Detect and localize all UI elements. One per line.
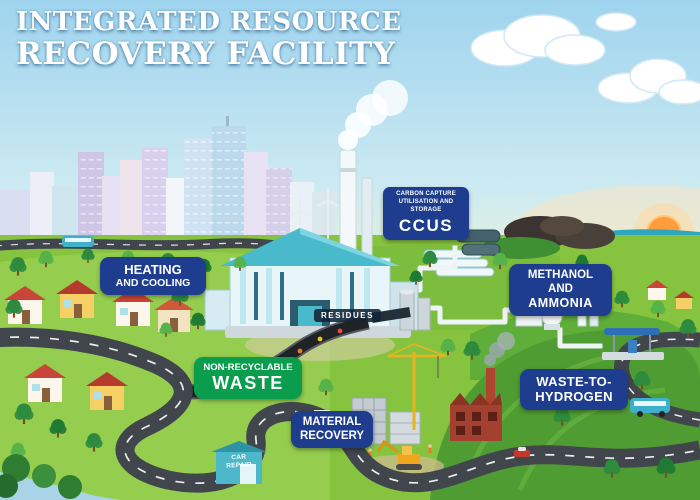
label-residues: RESIDUES: [314, 309, 381, 322]
residential-houses: [4, 280, 194, 410]
heating-line1: HEATING: [124, 262, 182, 277]
red-factory: [450, 332, 515, 441]
page-title: INTEGRATED RESOURCE RECOVERY FACILITY: [16, 7, 402, 73]
hydrogen-line2: HYDROGEN: [535, 389, 613, 405]
ccus-subtitle-line2: UTILISATION AND STORAGE: [398, 198, 454, 213]
title-line1: INTEGRATED RESOURCE: [16, 7, 402, 37]
ccus-subtitle-line1: CARBON CAPTURE: [396, 191, 456, 197]
badge-material-recovery: MATERIAL RECOVERY: [291, 411, 373, 449]
badge-non-recyclable-waste: NON-RECYCLABLE WASTE: [194, 357, 302, 400]
hydrogen-line1: WASTE-TO-: [536, 374, 612, 389]
badge-waste-to-hydrogen: WASTE-TO- HYDROGEN: [520, 369, 628, 410]
village-houses: [646, 280, 694, 309]
badge-ccus: CARBON CAPTURE UTILISATION AND STORAGE C…: [383, 187, 469, 241]
material-line2: RECOVERY: [299, 429, 365, 442]
badge-methanol-ammonia: METHANOL AND AMMONIA: [509, 264, 612, 316]
waste-line2: WASTE: [212, 373, 284, 394]
waste-line1: NON-RECYCLABLE: [203, 362, 293, 373]
bottom-left-corner: [0, 454, 120, 500]
methanol-line1: METHANOL AND: [527, 269, 594, 295]
label-car-repair: CAR REPAIR: [216, 453, 263, 472]
badge-heating-cooling: HEATING AND COOLING: [100, 257, 206, 295]
methanol-line2: AMMONIA: [528, 296, 593, 311]
title-line2: RECOVERY FACILITY: [16, 36, 396, 73]
city-skyline: [0, 116, 336, 240]
material-line1: MATERIAL: [302, 416, 362, 428]
storage-mounds: [480, 216, 615, 259]
heating-line2: AND COOLING: [115, 277, 191, 290]
ccus-title: CCUS: [398, 216, 454, 236]
clouds: [470, 12, 700, 105]
car-repair-building: [211, 441, 267, 484]
